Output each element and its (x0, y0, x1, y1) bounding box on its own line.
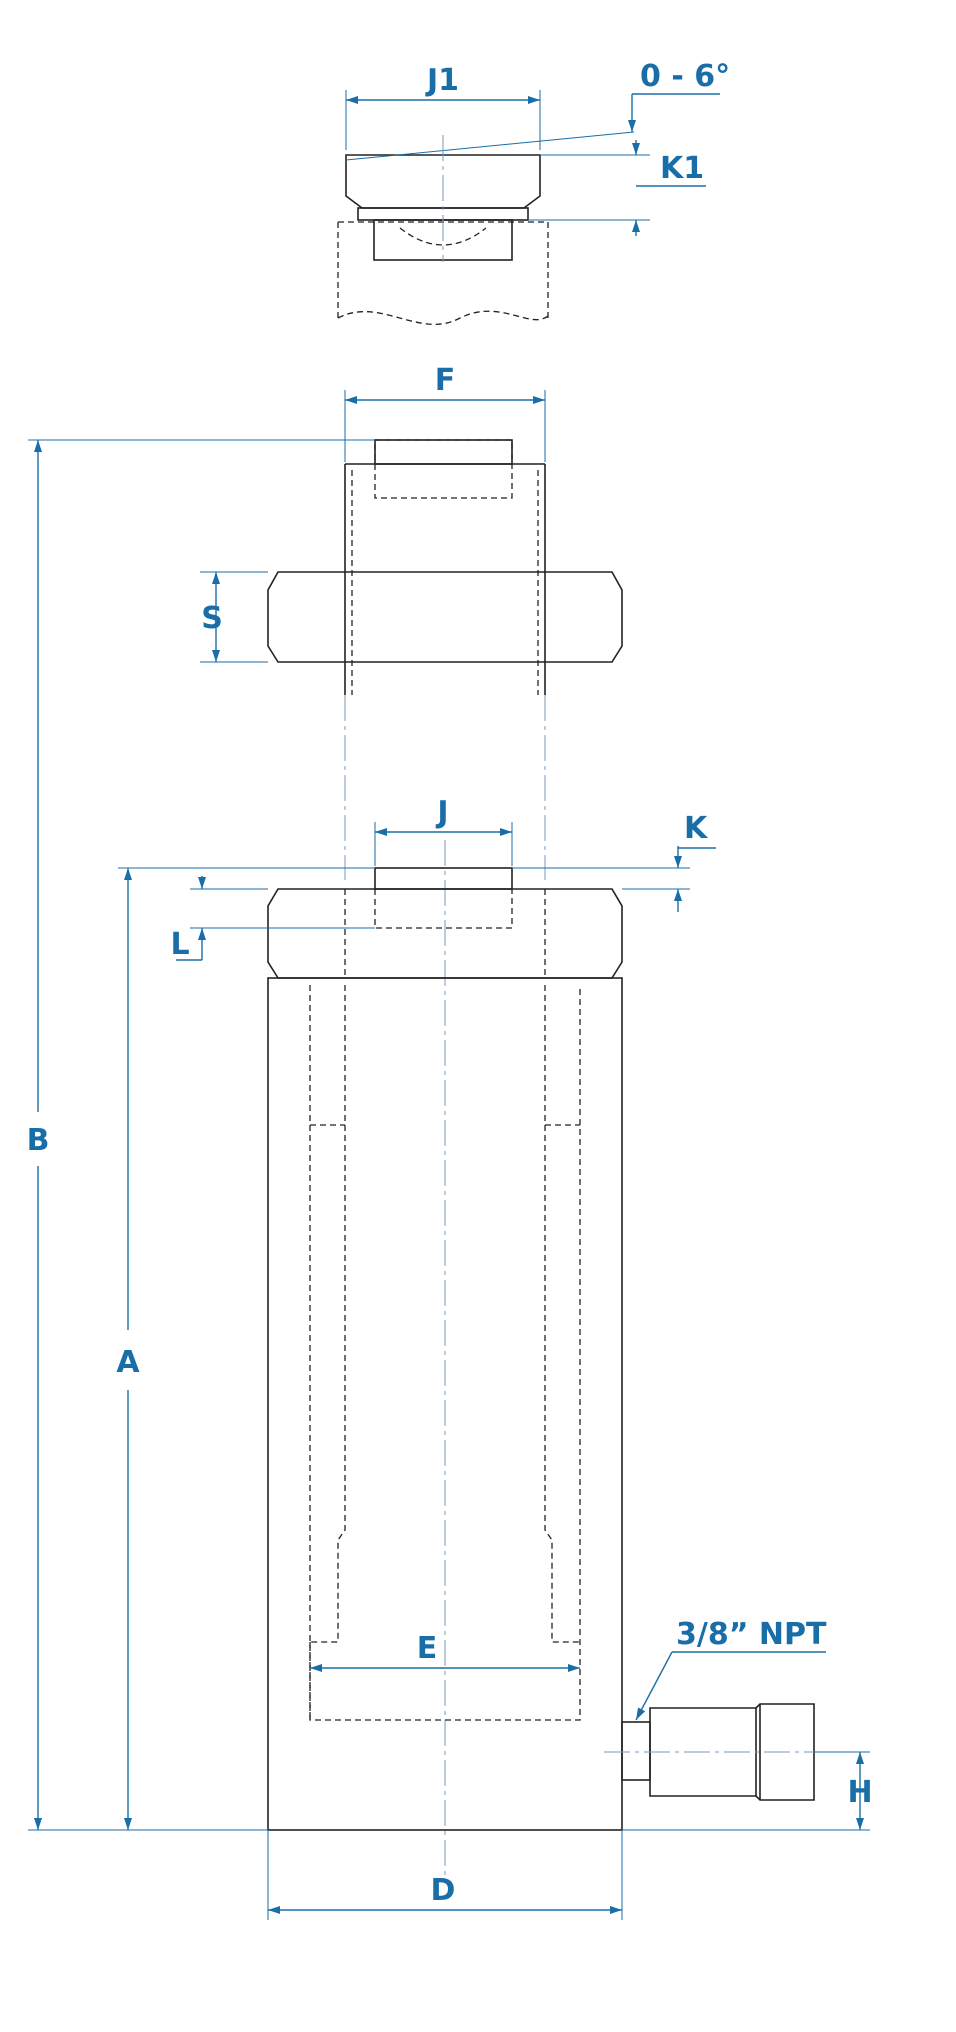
extended-saddle-top (374, 439, 513, 465)
label-tilt-angle: 0 - 6° (640, 59, 730, 94)
extended-plunger-hidden (351, 470, 539, 695)
label-s: S (201, 601, 223, 636)
label-b: B (27, 1123, 50, 1158)
label-j: J (435, 795, 448, 830)
extended-stop-ring (267, 571, 623, 663)
saddle-detail: J1 0 - 6° K1 (337, 59, 730, 325)
label-k: K (684, 811, 709, 846)
plunger-in-gland (344, 889, 546, 978)
saddle-hidden-arc (399, 227, 487, 246)
extended-plunger: F S (200, 363, 623, 880)
main-cylinder: A B J K L E (27, 439, 873, 1920)
plunger-hidden-right (544, 985, 580, 1643)
label-e: E (417, 1631, 438, 1666)
cylinder-body (267, 977, 623, 1831)
extended-plunger-projection (344, 695, 546, 880)
cylinder-bore (309, 985, 581, 1721)
retracted-saddle-seat (374, 889, 513, 929)
label-port-thread: 3/8” NPT (676, 1617, 827, 1652)
port-nipple (621, 1721, 651, 1781)
label-a: A (116, 1345, 140, 1380)
label-h: H (847, 1775, 872, 1810)
label-d: D (431, 1873, 456, 1908)
extended-saddle-seat (374, 439, 513, 499)
label-f: F (435, 363, 456, 398)
label-l: L (170, 927, 189, 962)
plunger-hidden-left (310, 985, 346, 1643)
label-k1: K1 (660, 151, 704, 186)
retracted-saddle-top (374, 867, 513, 890)
saddle-tilt-line (345, 131, 635, 161)
label-j1: J1 (425, 63, 459, 98)
port-fitting: 3/8” NPT (604, 1617, 830, 1801)
